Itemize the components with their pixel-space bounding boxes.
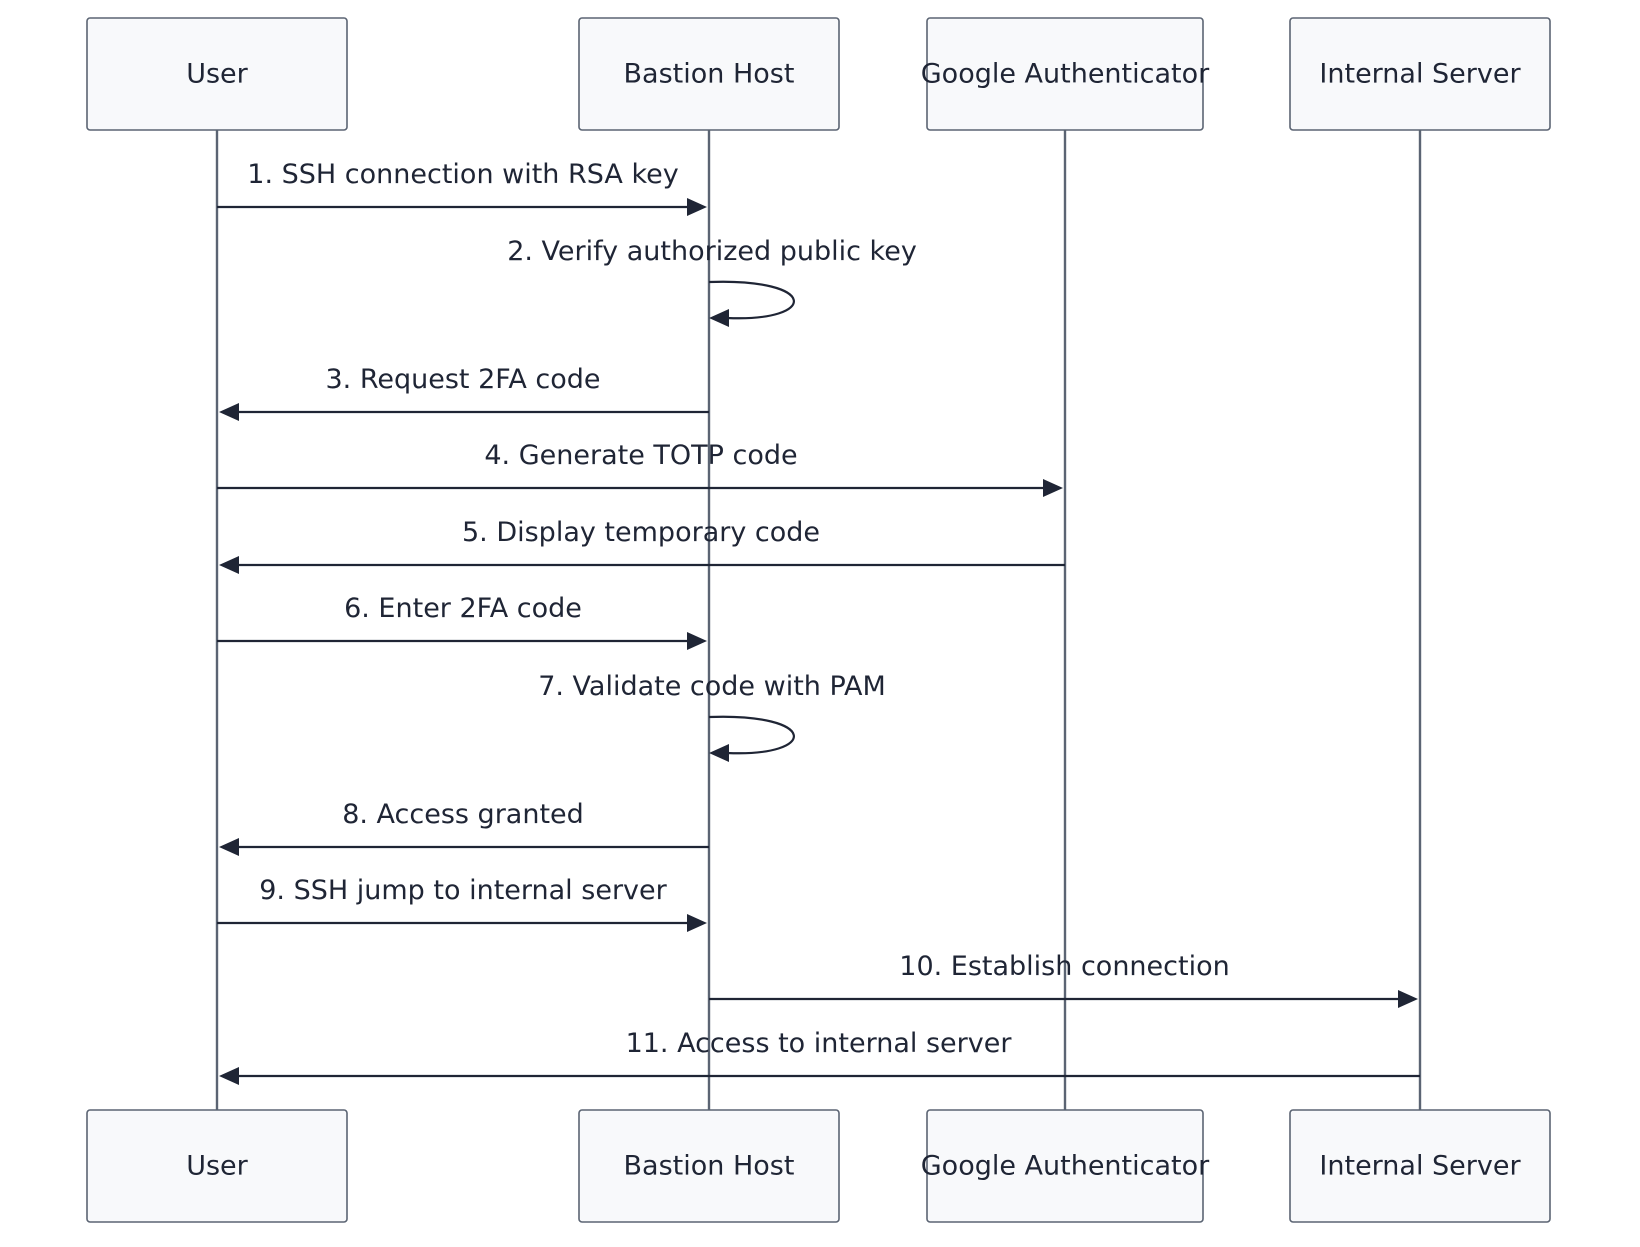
arrowhead [219,556,239,574]
message-10: 10. Establish connection [709,951,1418,1008]
actor-label: Internal Server [1319,59,1521,90]
message-5: 5. Display temporary code [219,517,1065,574]
message-label: 3. Request 2FA code [326,364,601,395]
message-4: 4. Generate TOTP code [217,440,1063,497]
message-label: 7. Validate code with PAM [538,671,886,702]
arrowhead [219,1067,239,1085]
actor-bastion-host-bottom: Bastion Host [578,1109,840,1223]
actor-box [578,17,840,131]
message-arrow-line [708,280,795,320]
message-6: 6. Enter 2FA code [217,593,707,650]
actor-label: Bastion Host [624,59,795,90]
arrowhead [219,838,239,856]
actor-box [86,17,348,131]
actor-bastion-host-top: Bastion Host [578,17,840,131]
actor-google-authenticator-top: Google Authenticator [921,17,1210,131]
actor-box [86,1109,348,1223]
actor-label: User [186,59,248,90]
actor-internal-server-bottom: Internal Server [1289,1109,1551,1223]
message-label: 6. Enter 2FA code [344,593,582,624]
arrowhead [709,744,729,762]
actor-internal-server-top: Internal Server [1289,17,1551,131]
message-arrow-line [708,715,795,755]
actor-user-top: User [86,17,348,131]
message-label: 1. SSH connection with RSA key [247,159,678,190]
message-7: 7. Validate code with PAM [538,671,886,762]
actor-label: Google Authenticator [921,1151,1210,1182]
message-2: 2. Verify authorized public key [507,236,917,327]
actor-box [926,17,1204,131]
actor-box [926,1109,1204,1223]
arrowhead [687,198,707,216]
messages: 1. SSH connection with RSA key 2. Verify … [217,159,1420,1085]
actor-label: Bastion Host [624,1151,795,1182]
actor-label: Internal Server [1319,1151,1521,1182]
message-3: 3. Request 2FA code [219,364,709,421]
arrowhead [1043,479,1063,497]
arrowhead [709,309,729,327]
actor-box [1289,1109,1551,1223]
message-label: 5. Display temporary code [462,517,820,548]
actors-bottom: User Bastion Host Google Authenticator Inte… [86,1109,1551,1223]
lifelines [215,130,1422,1110]
actor-box [578,1109,840,1223]
arrowhead [687,914,707,932]
message-label: 8. Access granted [342,799,584,830]
arrowhead [219,403,239,421]
actor-label: User [186,1151,248,1182]
arrowhead [1398,990,1418,1008]
actor-box [1289,17,1551,131]
message-label: 10. Establish connection [899,951,1229,982]
message-9: 9. SSH jump to internal server [217,875,707,932]
arrowhead [687,632,707,650]
message-11: 11. Access to internal server [219,1028,1420,1085]
actor-google-authenticator-bottom: Google Authenticator [921,1109,1210,1223]
actor-label: Google Authenticator [921,59,1210,90]
message-label: 9. SSH jump to internal server [259,875,667,906]
message-label: 11. Access to internal server [626,1028,1013,1059]
message-label: 4. Generate TOTP code [484,440,797,471]
actors-top: User Bastion Host Google Authenticator Inte… [86,17,1551,131]
message-1: 1. SSH connection with RSA key [217,159,707,216]
message-label: 2. Verify authorized public key [507,236,917,267]
actor-user-bottom: User [86,1109,348,1223]
message-8: 8. Access granted [219,799,709,856]
